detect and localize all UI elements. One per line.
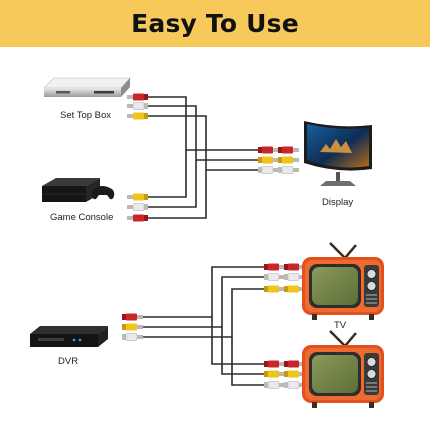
display-icon [304, 121, 372, 186]
display-plugs [257, 146, 300, 174]
set-top-box-label: Set Top Box [60, 110, 112, 121]
dvr-label: DVR [58, 356, 79, 367]
top-cables [148, 96, 258, 219]
set-top-box-plugs [126, 93, 149, 120]
game-console-icon [42, 178, 115, 202]
display-label: Display [322, 197, 354, 208]
game-console-label: Game Console [50, 212, 114, 223]
game-console-plugs [126, 193, 149, 222]
tv-label: TV [334, 320, 347, 331]
tv-top-plugs [263, 263, 306, 293]
title-banner: Easy To Use [0, 0, 430, 47]
retro-tv-icon [301, 242, 385, 321]
dvr-icon [30, 326, 108, 347]
dvr-plugs [121, 313, 144, 341]
connection-diagram [30, 77, 385, 409]
page-title: Easy To Use [131, 9, 299, 38]
retro-tv-icon [301, 330, 385, 409]
tv-bottom-plugs [263, 360, 306, 389]
bottom-cables [143, 266, 264, 386]
set-top-box-icon [43, 77, 131, 97]
